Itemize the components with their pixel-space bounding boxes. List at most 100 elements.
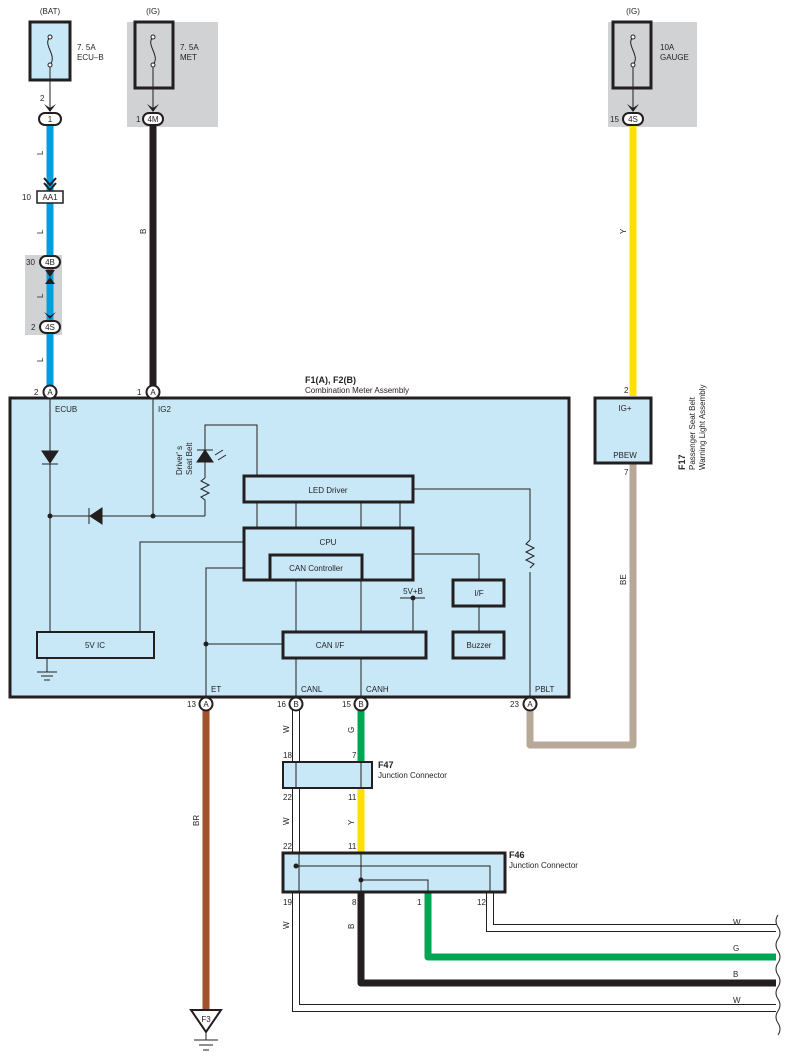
- can-if-block: [281, 630, 428, 660]
- connector-arrow-icon: [147, 104, 159, 112]
- buzzer-label: Buzzer: [467, 641, 492, 650]
- can-if-label: CAN I/F: [316, 641, 345, 650]
- cpu-label: CPU: [320, 538, 337, 547]
- fuse-met: [133, 20, 175, 90]
- svg-text:G: G: [347, 727, 356, 733]
- connector-4s: [622, 112, 644, 126]
- connector-arrow-icon: [627, 104, 639, 112]
- svg-text:L: L: [36, 293, 45, 298]
- module-id: F17: [677, 454, 687, 470]
- connector-label: 4M: [147, 115, 158, 124]
- wire-color-labels: L L L L B Y BE BR W G W Y W B W G B W: [36, 150, 741, 1005]
- 5v-ic-label: 5V IC: [85, 641, 105, 650]
- svg-text:A: A: [527, 700, 533, 709]
- svg-text:W: W: [282, 817, 291, 825]
- pin-number: 10: [22, 193, 31, 202]
- svg-text:IG2: IG2: [158, 405, 171, 414]
- pin-number: 1: [417, 898, 422, 907]
- diode-icon: [41, 450, 59, 465]
- module-name: Warning Light Assembly: [698, 384, 707, 470]
- f46-internal-wiring: [296, 853, 491, 892]
- ground-icon: [194, 1032, 218, 1051]
- ground-point-f3: [189, 1009, 223, 1034]
- svg-text:B: B: [139, 229, 148, 234]
- svg-text:CANH: CANH: [366, 685, 389, 694]
- svg-text:PBLT: PBLT: [535, 685, 555, 694]
- svg-text:Y: Y: [347, 819, 356, 825]
- resistor-icon: [524, 539, 536, 569]
- svg-text:L: L: [36, 150, 45, 155]
- svg-text:W: W: [733, 918, 741, 927]
- svg-text:B: B: [293, 700, 298, 709]
- svg-text:1: 1: [137, 388, 142, 397]
- connector-4s-left: [39, 320, 61, 334]
- connector-name: Junction Connector: [378, 771, 447, 780]
- fuse-source-label: (IG): [146, 7, 160, 16]
- top-pins: A 2 ECUB A 1 IG2: [34, 384, 171, 414]
- if-block: [451, 578, 506, 608]
- connector-label: AA1: [42, 193, 58, 202]
- connector-id: F47: [378, 760, 394, 770]
- connector-label: 4S: [45, 323, 55, 332]
- terminal-label: IG+: [618, 404, 631, 413]
- pin-number: 19: [283, 898, 292, 907]
- pin-number: 2: [40, 94, 45, 103]
- pin-number: 15: [610, 115, 619, 124]
- svg-text:15: 15: [342, 700, 351, 709]
- connector-1: [38, 112, 62, 126]
- pin-number: 11: [348, 793, 357, 802]
- fuse-gauge: [611, 20, 653, 90]
- fuse-rating: 7. 5A: [180, 43, 199, 52]
- connector-label: 1: [48, 115, 53, 124]
- can-controller-block: [268, 553, 364, 582]
- module-name: Combination Meter Assembly: [305, 386, 409, 395]
- svg-text:2: 2: [34, 388, 39, 397]
- svg-text:A: A: [47, 388, 53, 397]
- wire-be: [526, 463, 637, 749]
- pin-number: 7: [352, 751, 357, 760]
- led-label: Seat Belt: [185, 442, 194, 475]
- pin-number: 12: [477, 898, 486, 907]
- connector-id: F46: [509, 850, 525, 860]
- svg-text:L: L: [36, 357, 45, 362]
- wire-g-out: [424, 892, 776, 961]
- light-rays-icon: [214, 449, 227, 461]
- terminal-label: PBEW: [613, 451, 637, 460]
- pin-number: 1: [136, 115, 141, 124]
- fuse-name: ECU–B: [77, 53, 104, 62]
- fuse-rating: 10A: [660, 43, 675, 52]
- connector-arrow-icon: [43, 177, 57, 192]
- led-driver-label: LED Driver: [308, 486, 347, 495]
- svg-text:23: 23: [510, 700, 519, 709]
- pin-number: 30: [26, 258, 35, 267]
- svg-text:L: L: [36, 229, 45, 234]
- svg-text:W: W: [282, 921, 291, 929]
- pin-number: 7: [624, 468, 629, 477]
- junction-connector-f46: [281, 851, 507, 894]
- resistor-icon: [199, 477, 211, 502]
- junction-dots: [47, 513, 416, 647]
- svg-text:W: W: [282, 725, 291, 733]
- module-name: Passenger Seat Belt: [688, 396, 697, 470]
- svg-text:B: B: [358, 700, 363, 709]
- led-driver-block: [242, 474, 415, 504]
- svg-text:Y: Y: [619, 228, 628, 234]
- svg-text:W: W: [733, 996, 741, 1005]
- pin-number: 11: [348, 842, 357, 851]
- can-controller-label: CAN Controller: [289, 564, 343, 573]
- pin-number: 22: [283, 793, 292, 802]
- if-label: I/F: [474, 589, 483, 598]
- wire-break-marks: [775, 914, 781, 1036]
- supply-label: 5V+B: [403, 587, 423, 596]
- fuse-name: GAUGE: [660, 53, 689, 62]
- svg-text:ET: ET: [211, 685, 221, 694]
- ground-id: F3: [201, 1015, 211, 1024]
- svg-text:A: A: [203, 700, 209, 709]
- fuse-source-label: (BAT): [40, 7, 61, 16]
- svg-text:B: B: [733, 970, 738, 979]
- wire-w-out-19: [292, 892, 776, 1012]
- module-id: F1(A), F2(B): [305, 375, 356, 385]
- connector-arrow-icon: [44, 312, 56, 319]
- svg-text:ECUB: ECUB: [55, 405, 77, 414]
